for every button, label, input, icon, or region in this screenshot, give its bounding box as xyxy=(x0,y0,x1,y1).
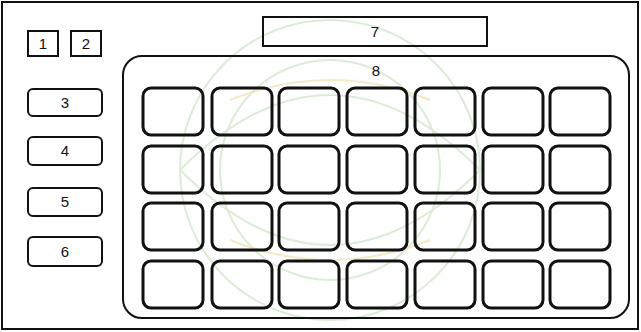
tile xyxy=(347,146,407,193)
tile xyxy=(550,146,610,193)
tile xyxy=(143,261,203,308)
tile xyxy=(415,88,475,135)
tile xyxy=(279,88,339,135)
watermark xyxy=(180,20,480,320)
tile xyxy=(483,146,543,193)
box-label: 8 xyxy=(372,62,380,80)
watermark xyxy=(230,80,430,260)
box-label: 6 xyxy=(61,243,69,261)
tile xyxy=(279,203,339,250)
menu-button: 5 xyxy=(27,187,103,217)
menu-button: 6 xyxy=(27,236,103,267)
tile xyxy=(347,203,407,250)
box-label: 1 xyxy=(39,35,47,53)
tile xyxy=(143,146,203,193)
tile xyxy=(212,203,272,250)
tile xyxy=(415,261,475,308)
box-label: 3 xyxy=(61,94,69,112)
tile xyxy=(279,261,339,308)
box-label: 7 xyxy=(371,23,379,41)
box-label: 2 xyxy=(82,35,90,53)
menu-button: 3 xyxy=(27,88,103,117)
title-bar: 7 xyxy=(262,16,488,47)
tile xyxy=(143,203,203,250)
tile xyxy=(550,261,610,308)
tile xyxy=(212,261,272,308)
tile xyxy=(550,88,610,135)
tile xyxy=(483,261,543,308)
icon-button: 1 xyxy=(27,30,59,57)
tile xyxy=(347,261,407,308)
tile xyxy=(212,146,272,193)
outer-frame xyxy=(2,2,638,329)
tile xyxy=(279,146,339,193)
tile xyxy=(550,203,610,250)
tile xyxy=(212,88,272,135)
box-label: 4 xyxy=(61,142,69,160)
menu-button: 4 xyxy=(27,136,103,166)
tile-grid xyxy=(143,88,610,308)
tile xyxy=(143,88,203,135)
tile xyxy=(347,88,407,135)
box-label: 5 xyxy=(61,193,69,211)
tile xyxy=(483,88,543,135)
content-panel: 8 xyxy=(122,55,630,319)
tile xyxy=(415,203,475,250)
tile xyxy=(483,203,543,250)
tile xyxy=(415,146,475,193)
icon-button: 2 xyxy=(70,30,102,57)
